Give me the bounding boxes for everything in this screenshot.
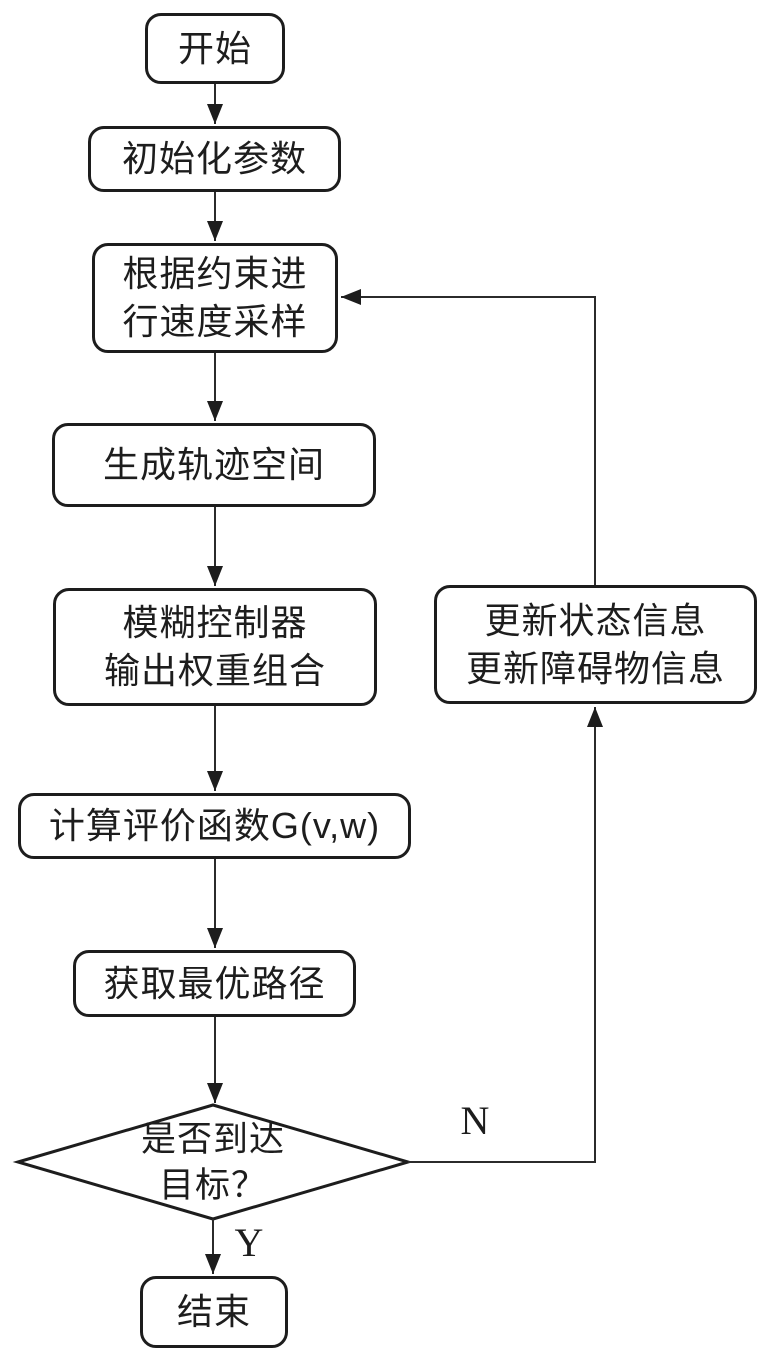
edge-decision-update (408, 707, 603, 1163)
node-fuzzy-controller: 模糊控制器 输出权重组合 (53, 588, 377, 706)
node-update-info-line2: 更新障碍物信息 (465, 647, 725, 689)
node-best-path: 获取最优路径 (73, 950, 356, 1017)
node-update-info: 更新状态信息 更新障碍物信息 (434, 585, 757, 704)
node-evaluate-function-label: 计算评价函数G(v,w) (48, 805, 381, 847)
node-trajectory-space-label: 生成轨迹空间 (102, 444, 325, 486)
node-update-info-line1: 更新状态信息 (484, 599, 707, 641)
node-end: 结束 (140, 1276, 288, 1348)
node-velocity-sampling-line1: 根据约束进 (122, 253, 308, 295)
node-end-label: 结束 (176, 1291, 251, 1333)
node-decision-line2: 目标？ (158, 1165, 267, 1205)
node-velocity-sampling: 根据约束进 行速度采样 (92, 243, 338, 353)
node-decision-line1: 是否到达 (140, 1120, 285, 1159)
edge-label-no: N (460, 1097, 490, 1143)
node-start: 开始 (145, 13, 285, 84)
edge-label-yes: Y (234, 1219, 264, 1265)
node-start-label: 开始 (177, 27, 252, 69)
node-velocity-sampling-line2: 行速度采样 (122, 301, 308, 342)
node-trajectory-space: 生成轨迹空间 (52, 423, 376, 507)
node-init-params: 初始化参数 (88, 126, 341, 192)
node-decision: 是否到达 目标？ (63, 1115, 363, 1210)
node-init-params-label: 初始化参数 (121, 138, 307, 180)
node-fuzzy-controller-line1: 模糊控制器 (122, 602, 308, 644)
edge-update-sample (341, 289, 596, 585)
node-best-path-label: 获取最优路径 (103, 962, 326, 1004)
node-evaluate-function: 计算评价函数G(v,w) (18, 793, 411, 859)
node-fuzzy-controller-line2: 输出权重组合 (103, 650, 326, 691)
